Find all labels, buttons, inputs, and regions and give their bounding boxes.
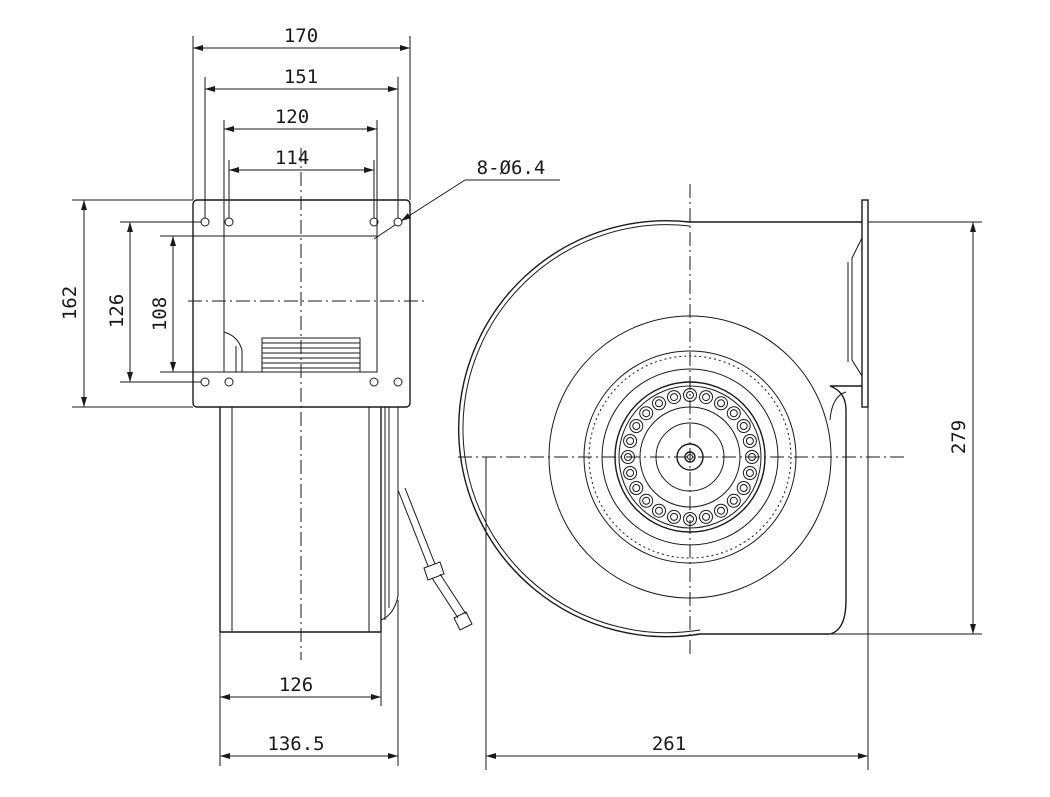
vent-hole <box>714 503 728 518</box>
vent-hole-inner <box>745 469 754 477</box>
dim-outlet-width: 114 <box>275 147 309 169</box>
vent-hole-inner <box>729 409 738 418</box>
vent-hole <box>699 390 713 405</box>
vent-hole-inner <box>632 484 641 492</box>
dim-hole-spacing-vertical: 126 <box>106 294 128 328</box>
mounting-holes <box>200 217 403 387</box>
vent-hole-inner <box>686 391 694 399</box>
vent-hole-inner <box>626 437 635 445</box>
vent-hole-inner <box>670 393 678 402</box>
vent-hole <box>699 509 713 524</box>
outlet-view: 170 151 120 114 8-Ø6.4 162 126 108 126 <box>59 25 560 766</box>
vent-hole <box>629 481 644 495</box>
dim-housing-width: 126 <box>279 674 313 696</box>
side-view: 279 261 <box>458 184 982 770</box>
vent-hole-inner <box>655 506 663 515</box>
vent-hole-inner <box>739 422 748 430</box>
vent-hole-inner <box>717 506 725 515</box>
dim-flange-height: 162 <box>59 286 81 320</box>
vent-hole-inner <box>642 409 651 418</box>
vent-hole <box>639 493 654 508</box>
volute-scroll <box>458 219 862 638</box>
vent-hole-inner <box>632 422 641 430</box>
dim-overall-depth: 136.5 <box>267 733 324 755</box>
vent-hole <box>667 390 681 405</box>
vent-hole-inner <box>739 484 748 492</box>
vent-hole-inner <box>729 496 738 505</box>
vent-hole <box>742 466 757 480</box>
vent-hole <box>652 503 666 518</box>
dim-flange-width: 170 <box>284 25 318 47</box>
motor-cable <box>397 487 473 631</box>
vent-hole-inner <box>717 399 725 408</box>
dim-overall-height: 279 <box>948 420 970 454</box>
vent-hole <box>667 509 681 524</box>
vent-hole-inner <box>702 512 710 521</box>
vent-hole <box>726 493 741 508</box>
vent-hole-inner <box>670 512 678 521</box>
vent-hole <box>623 434 638 448</box>
dim-overall-width: 261 <box>652 733 686 755</box>
vent-hole-inner <box>745 437 754 445</box>
vent-hole <box>629 419 644 433</box>
vent-hole <box>623 466 638 480</box>
vent-hole <box>726 406 741 421</box>
vent-hole <box>736 419 751 433</box>
outlet-flange-edge <box>861 199 869 408</box>
dim-outer-hole-spacing: 151 <box>284 66 318 88</box>
dim-outlet-height: 108 <box>149 297 171 331</box>
vent-hole-inner <box>642 496 651 505</box>
dim-inner-hole-spacing: 120 <box>275 106 309 128</box>
vent-hole-inner <box>655 399 663 408</box>
vent-hole <box>652 396 666 411</box>
vent-hole <box>639 406 654 421</box>
impeller-blades-front <box>223 331 361 373</box>
vent-hole <box>714 396 728 411</box>
dim-hole-callout: 8-Ø6.4 <box>477 157 546 179</box>
vent-hole-inner <box>626 469 635 477</box>
vent-hole <box>742 434 757 448</box>
vent-hole-inner <box>702 393 710 402</box>
vent-hole <box>736 481 751 495</box>
housing-body <box>219 407 399 633</box>
